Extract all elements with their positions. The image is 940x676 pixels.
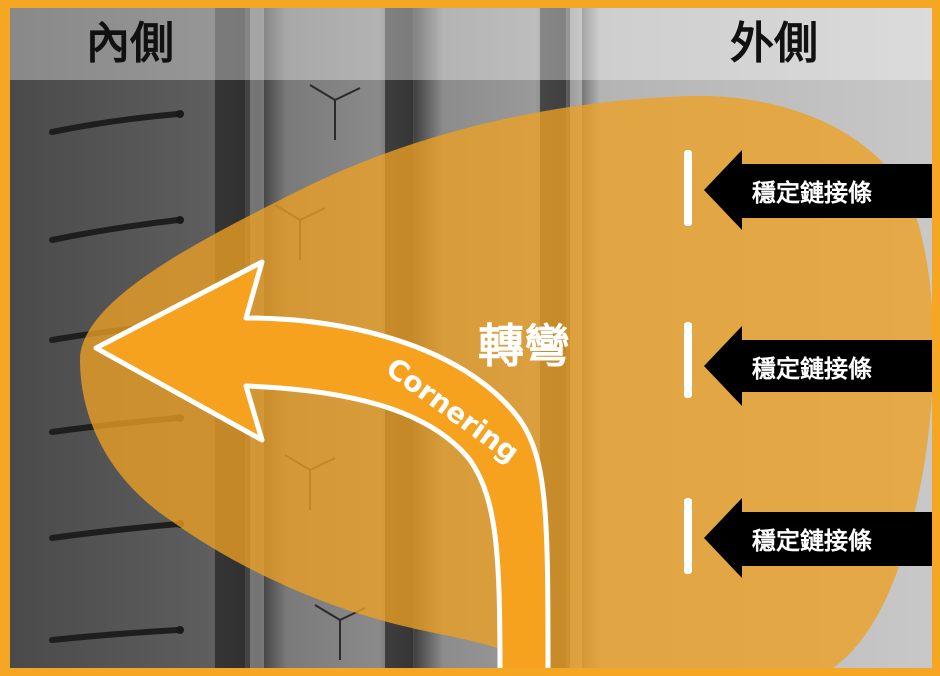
stabilizer-arrows [704, 150, 932, 578]
stabilizer-label-2: 穩定鏈接條 [752, 355, 872, 383]
stabilizer-label-3: 穩定鏈接條 [752, 527, 872, 555]
stabilizer-label-1: 穩定鏈接條 [752, 179, 872, 207]
turning-label: 轉彎 [478, 319, 570, 373]
header-band [10, 8, 932, 80]
outer-side-label: 外側 [730, 18, 818, 69]
stabilizer-markers [684, 150, 692, 574]
cornering-arrow [93, 259, 551, 668]
inner-side-label: 內側 [86, 18, 174, 69]
